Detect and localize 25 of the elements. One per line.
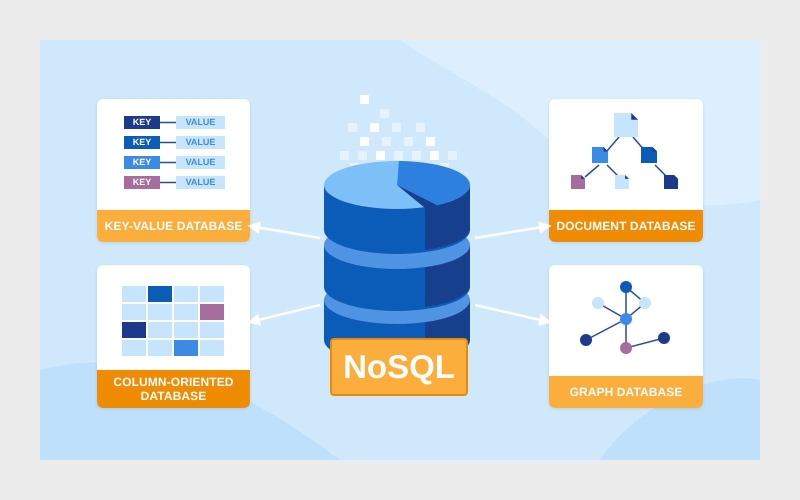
connector-line [160,142,176,144]
value-tag: VALUE [176,116,225,129]
arrow [248,304,320,326]
card-title-band: DOCUMENT DATABASE [549,210,703,242]
key-tag: KEY [124,156,160,169]
value-tag: VALUE [176,176,225,189]
key-tag: KEY [124,176,160,189]
value-tag: VALUE [176,136,225,149]
card-title-band: COLUMN-ORIENTED DATABASE [97,370,250,408]
arrow [248,222,320,240]
connector-line [160,122,176,124]
database-card [549,99,703,242]
arrow [474,221,552,240]
arrow [474,304,552,326]
key-tag: KEY [124,136,160,149]
card-title-band: GRAPH DATABASE [549,376,703,408]
database-card [549,265,703,408]
connector-line [160,182,176,184]
database-card [97,265,250,408]
key-tag: KEY [124,116,160,129]
nosql-badge: NoSQL [330,338,468,396]
connector-line [160,162,176,164]
database-card [97,99,250,242]
card-title-band: KEY-VALUE DATABASE [97,210,250,242]
value-tag: VALUE [176,156,225,169]
